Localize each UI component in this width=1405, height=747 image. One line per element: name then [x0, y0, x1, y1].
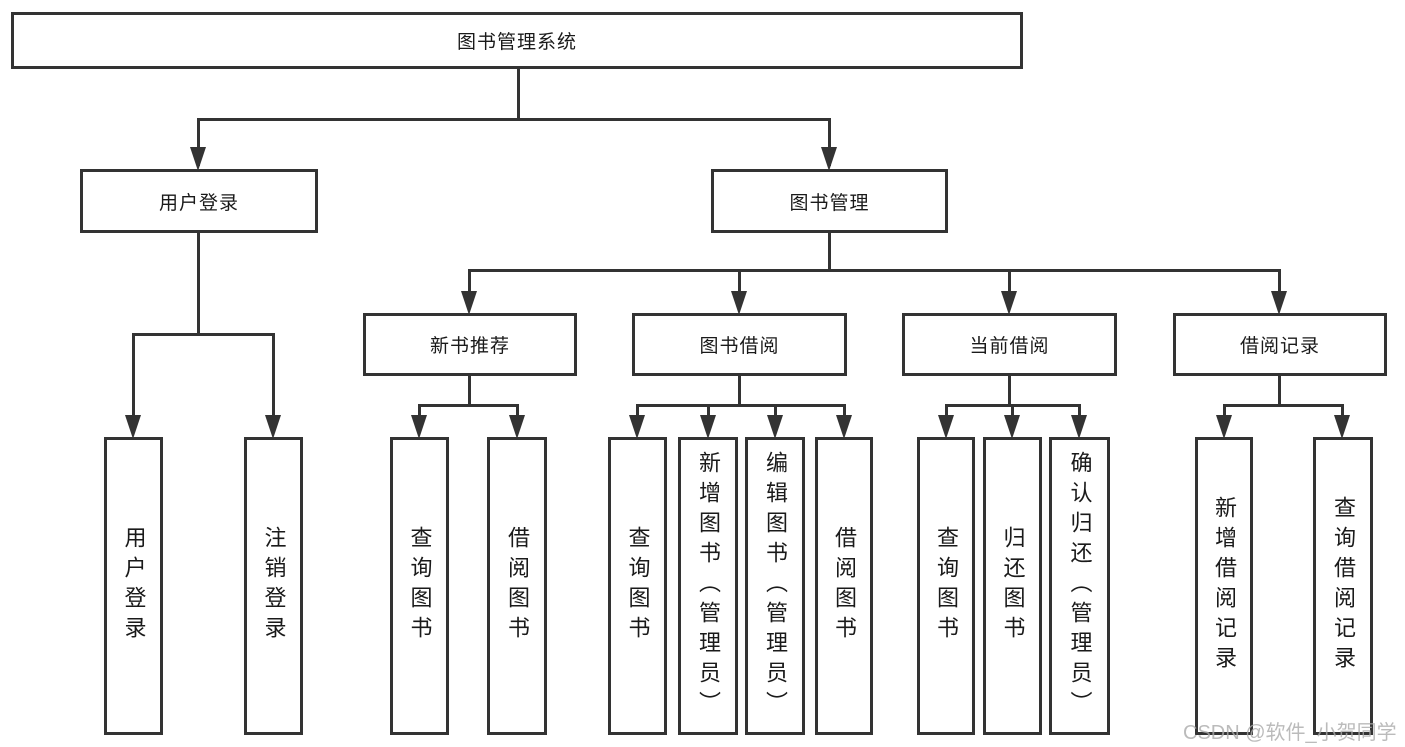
node-leaf-cb-query-books: 查询图书: [917, 437, 975, 735]
connector-root-drop-right: [828, 118, 831, 166]
node-book-mgmt: 图书管理: [711, 169, 948, 233]
connector-root-stem: [517, 68, 520, 121]
node-leaf-rec-borrow-books: 借阅图书: [487, 437, 547, 735]
node-leaf-bb-edit-book: 编辑图书（管理员）: [745, 437, 805, 735]
node-leaf-logout-label: 注销登录: [261, 526, 287, 646]
connector-bookborrow-stem: [738, 376, 741, 407]
node-user-login: 用户登录: [80, 169, 318, 233]
node-current-borrow: 当前借阅: [902, 313, 1117, 376]
arrow-down-icon: [1001, 291, 1017, 315]
node-leaf-user-login: 用户登录: [104, 437, 163, 735]
node-leaf-bb-borrow-books-label: 借阅图书: [832, 526, 857, 646]
connector-bookmgmt-drop-4: [1278, 269, 1281, 297]
node-leaf-rec-query-books: 查询图书: [390, 437, 449, 735]
arrow-down-icon: [461, 291, 477, 315]
node-new-book-rec: 新书推荐: [363, 313, 577, 376]
arrow-down-icon: [190, 147, 206, 171]
node-new-book-rec-label: 新书推荐: [429, 336, 510, 357]
node-current-borrow-label: 当前借阅: [969, 336, 1050, 357]
connector-root-bar: [197, 118, 831, 121]
connector-bookmgmt-drop-1: [468, 269, 471, 297]
arrow-down-icon: [629, 415, 645, 439]
arrow-down-icon: [700, 415, 716, 439]
node-leaf-bb-edit-book-label: 编辑图书（管理员）: [763, 451, 788, 721]
node-leaf-cb-query-books-label: 查询图书: [934, 526, 959, 646]
connector-bookmgmt-stem: [828, 233, 831, 272]
node-leaf-bb-borrow-books: 借阅图书: [815, 437, 873, 735]
node-leaf-rec-borrow-books-label: 借阅图书: [505, 526, 530, 646]
connector-borrowrecords-stem: [1278, 376, 1281, 407]
connector-bookborrow-bar: [636, 404, 846, 407]
arrow-down-icon: [767, 415, 783, 439]
arrow-down-icon: [265, 415, 281, 439]
node-book-borrow-label: 图书借阅: [699, 336, 780, 357]
node-leaf-bb-add-book: 新增图书（管理员）: [678, 437, 738, 735]
arrow-down-icon: [938, 415, 954, 439]
arrow-down-icon: [411, 415, 427, 439]
arrow-down-icon: [509, 415, 525, 439]
node-leaf-br-add-record-label: 新增借阅记录: [1212, 496, 1237, 676]
node-leaf-user-login-label: 用户登录: [121, 526, 147, 646]
node-leaf-logout: 注销登录: [244, 437, 303, 735]
node-user-login-label: 用户登录: [158, 192, 239, 214]
arrow-down-icon: [125, 415, 141, 439]
node-root-label: 图书管理系统: [456, 32, 577, 53]
connector-userlogin-bar: [132, 333, 275, 336]
node-borrow-records: 借阅记录: [1173, 313, 1387, 376]
arrow-down-icon: [1071, 415, 1087, 439]
arrow-down-icon: [1334, 415, 1350, 439]
connector-userlogin-drop-1: [132, 333, 135, 417]
arrow-down-icon: [1216, 415, 1232, 439]
connector-borrowrecords-bar: [1223, 404, 1344, 407]
node-leaf-cb-return-books: 归还图书: [983, 437, 1042, 735]
connector-bookmgmt-bar: [468, 269, 1281, 272]
node-leaf-rec-query-books-label: 查询图书: [407, 526, 433, 646]
node-root: 图书管理系统: [11, 12, 1023, 69]
node-book-mgmt-label: 图书管理: [789, 192, 870, 214]
connector-newbookrec-stem: [468, 376, 471, 407]
node-leaf-cb-return-books-label: 归还图书: [1000, 526, 1026, 646]
node-leaf-cb-confirm-return: 确认归还（管理员）: [1049, 437, 1110, 735]
node-leaf-bb-add-book-label: 新增图书（管理员）: [696, 451, 721, 721]
csdn-watermark: CSDN @软件_小贺同学: [1183, 722, 1397, 744]
connector-bookmgmt-drop-2: [738, 269, 741, 297]
node-book-borrow: 图书借阅: [632, 313, 847, 376]
node-borrow-records-label: 借阅记录: [1239, 336, 1320, 357]
node-leaf-br-query-record-label: 查询借阅记录: [1331, 496, 1356, 676]
connector-currentborrow-stem: [1008, 376, 1011, 407]
node-leaf-br-query-record: 查询借阅记录: [1313, 437, 1373, 735]
arrow-down-icon: [836, 415, 852, 439]
node-leaf-bb-query-books-label: 查询图书: [625, 526, 651, 646]
node-leaf-bb-query-books: 查询图书: [608, 437, 667, 735]
node-leaf-cb-confirm-return-label: 确认归还（管理员）: [1067, 451, 1093, 721]
arrow-down-icon: [1271, 291, 1287, 315]
connector-root-drop-left: [197, 118, 200, 166]
connector-bookmgmt-drop-3: [1008, 269, 1011, 297]
node-leaf-br-add-record: 新增借阅记录: [1195, 437, 1253, 735]
arrow-down-icon: [821, 147, 837, 171]
arrow-down-icon: [731, 291, 747, 315]
connector-userlogin-drop-2: [272, 333, 275, 417]
connector-newbookrec-bar: [418, 404, 519, 407]
connector-userlogin-stem: [197, 233, 200, 336]
arrow-down-icon: [1004, 415, 1020, 439]
